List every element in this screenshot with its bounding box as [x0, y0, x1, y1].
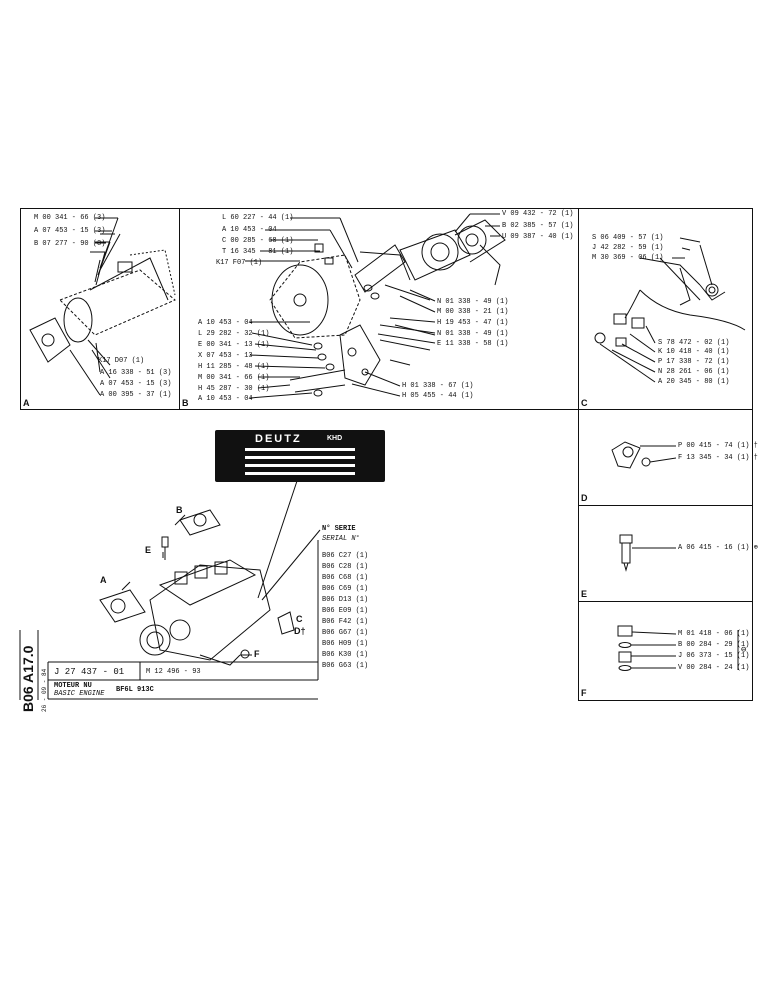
serial-code: B06 F42 (1): [322, 618, 369, 626]
serial-code: B06 D13 (1): [322, 596, 369, 604]
serial-code: B06 G63 (1): [322, 662, 369, 670]
part-label: H 01 338 - 67 (1): [402, 382, 474, 390]
part-label: S 78 472 - 02 (1): [658, 339, 730, 347]
part-label: N 28 261 - 06 (1): [658, 368, 730, 376]
part-label: A 10 453 - 04: [198, 319, 253, 327]
nameplate-field: [245, 456, 355, 459]
engine-callout-d: D†: [294, 626, 306, 636]
part-label: K17 F07 (1): [216, 259, 263, 267]
part-label: H 11 285 - 48 (1): [198, 363, 270, 371]
part-label: H 05 455 - 44 (1): [402, 392, 474, 400]
part-label: A 10 453 - 04: [198, 395, 253, 403]
serial-code: B06 C69 (1): [322, 585, 369, 593]
part-label: K17 D07 (1): [98, 357, 145, 365]
part-label: M 00 341 - 66 (3): [34, 214, 106, 222]
part-label: B 02 385 - 57 (1): [502, 222, 574, 230]
part-label: M 01 418 - 06 (1): [678, 630, 750, 638]
part-label: U 09 387 - 40 (1): [502, 233, 574, 241]
part-label: N 01 338 - 49 (1): [437, 330, 509, 338]
part-label: B 07 277 - 90 (3): [34, 240, 106, 248]
part-label: M 00 338 - 21 (1): [437, 308, 509, 316]
engine-callout-a: A: [100, 575, 107, 585]
part-label: A 16 338 - 51 (3): [100, 369, 172, 377]
oil-pressure-sensor-illustration: [611, 441, 651, 469]
part-label: H 45 287 - 30 (1): [198, 385, 270, 393]
part-label: M 00 341 - 66 (1): [198, 374, 270, 382]
engine-callout-e: E: [145, 545, 152, 555]
title-fr: MOTEUR NU: [54, 682, 92, 690]
panel-label-c: C: [581, 398, 588, 408]
nameplate-brand: DEUTZ: [255, 433, 302, 445]
part-label: F 13 345 - 34 (1) †: [678, 454, 758, 462]
part-label: A 06 415 - 16 (1) ⊕: [678, 544, 758, 552]
panel-f-mark: ⊖: [741, 645, 747, 655]
part-label: A 07 453 - 15 (3): [100, 380, 172, 388]
nameplate-sub: KHD: [327, 435, 343, 442]
part-label: V 00 284 - 24 (1): [678, 664, 750, 672]
serial-code: B06 C68 (1): [322, 574, 369, 582]
engine-callout-b: B: [176, 505, 183, 515]
revision-date: 26 - 09 - 84: [41, 668, 48, 712]
part-label: A 20 345 - 80 (1): [658, 378, 730, 386]
part-label: J 42 282 - 59 (1): [592, 244, 664, 252]
fitting-set-illustration: [617, 625, 633, 671]
engine-assembly-illustration: [99, 477, 321, 666]
nameplate-field: [245, 472, 355, 475]
part-label: A 07 453 - 15 (3): [34, 227, 106, 235]
part-label: J 06 373 - 15 (1): [678, 652, 750, 660]
part-label: A 00 395 - 37 (1): [100, 391, 172, 399]
panel-label-d: D: [581, 493, 588, 503]
part-label: T 16 345 - 81 (1): [222, 248, 294, 256]
panel-label-e: E: [581, 589, 588, 599]
deutz-nameplate: DEUTZ KHD: [215, 430, 385, 482]
part-label: K 10 418 - 40 (1): [658, 348, 730, 356]
part-label: V 09 432 - 72 (1): [502, 210, 574, 218]
part-label: E 11 338 - 58 (1): [437, 340, 509, 348]
engine-model: BF6L 913C: [116, 686, 154, 694]
part-label: P 00 415 - 74 (1) †: [678, 442, 758, 450]
part-label: L 60 227 - 44 (1): [222, 214, 294, 222]
starter-motor-illustration: [29, 233, 176, 396]
part-label: L 29 282 - 32 (1): [198, 330, 270, 338]
temperature-sensor-illustration: [619, 534, 633, 572]
serial-label-en: SERIAL N°: [322, 535, 360, 543]
sensor-cable-illustration: [594, 244, 746, 347]
part-label: E 00 341 - 13 (1): [198, 341, 270, 349]
engine-callout-f: F: [254, 649, 260, 659]
title-en: BASIC ENGINE: [54, 690, 105, 698]
reference-number: M 12 496 - 93: [146, 668, 201, 676]
part-label: N 01 338 - 49 (1): [437, 298, 509, 306]
part-label: H 19 453 - 47 (1): [437, 319, 509, 327]
part-number: J 27 437 - 01: [54, 667, 125, 677]
serial-code: B06 G67 (1): [322, 629, 369, 637]
part-label: A 10 453 - 04: [222, 226, 277, 234]
part-label: C 00 285 - 68 (1): [222, 237, 294, 245]
serial-code: B06 C28 (1): [322, 563, 369, 571]
part-label: P 17 338 - 72 (1): [658, 358, 730, 366]
panel-label-a: A: [23, 398, 30, 408]
nameplate-field: [245, 464, 355, 467]
panel-f-frame: [578, 601, 753, 701]
part-label: S 06 409 - 57 (1): [592, 234, 664, 242]
part-label: M 30 369 - 06 (1): [592, 254, 664, 262]
alternator-illustration: [269, 219, 506, 397]
page-code: B06 A17.0: [20, 645, 36, 712]
nameplate-field: [245, 448, 355, 451]
serial-code: B06 E09 (1): [322, 607, 369, 615]
panel-label-f: F: [581, 688, 587, 698]
panel-label-b: B: [182, 398, 189, 408]
serial-code: B06 C27 (1): [322, 552, 369, 560]
part-label: B 00 284 - 29 (1): [678, 641, 750, 649]
engine-callout-c: C: [296, 614, 303, 624]
serial-code: B06 H09 (1): [322, 640, 369, 648]
part-label: X 07 453 - 13: [198, 352, 253, 360]
serial-label-fr: N° SERIE: [322, 525, 356, 533]
serial-code: B06 K30 (1): [322, 651, 369, 659]
